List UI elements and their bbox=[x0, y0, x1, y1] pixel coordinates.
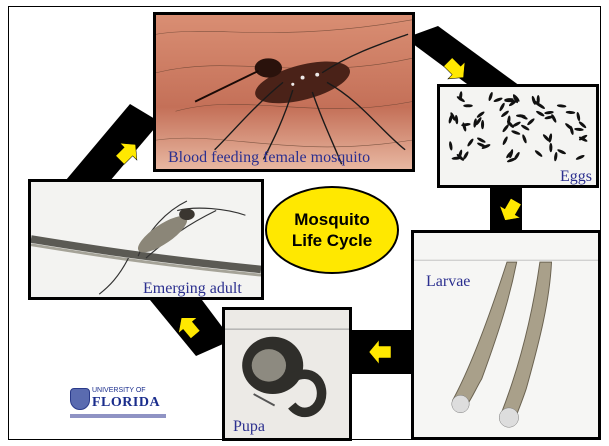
diagram-title: Mosquito Life Cycle bbox=[265, 186, 399, 274]
university-logo: UNIVERSITY OF FLORIDA bbox=[68, 385, 168, 425]
blood-feeding-image bbox=[156, 15, 412, 169]
emerging-adult-label: Emerging adult bbox=[143, 280, 242, 298]
emerging-adult-panel: Emerging adult bbox=[28, 179, 264, 300]
title-line-2: Life Cycle bbox=[292, 230, 372, 251]
pupa-label: Pupa bbox=[233, 418, 265, 436]
larvae-panel: Larvae bbox=[411, 230, 601, 440]
logo-line-1: UNIVERSITY OF bbox=[92, 387, 146, 394]
blood-feeding-panel: Blood feeding female mosquito bbox=[153, 12, 415, 172]
pupa-panel: Pupa bbox=[222, 307, 352, 441]
eggs-panel: Eggs bbox=[437, 84, 599, 188]
arrow-up-right-icon bbox=[111, 136, 144, 169]
logo-subline bbox=[70, 414, 166, 418]
logo-line-2: FLORIDA bbox=[92, 395, 160, 411]
eggs-label: Eggs bbox=[560, 168, 592, 186]
blood-feeding-label: Blood feeding female mosquito bbox=[168, 149, 370, 167]
title-line-1: Mosquito bbox=[294, 209, 370, 230]
arrow-down-right-icon bbox=[439, 53, 472, 86]
larvae-image bbox=[414, 233, 598, 437]
egg-shape bbox=[463, 104, 473, 107]
arrow-down-left-icon bbox=[495, 195, 527, 226]
arrow-up-left-icon bbox=[172, 310, 205, 342]
larvae-label: Larvae bbox=[426, 273, 470, 291]
university-seal-icon bbox=[70, 388, 90, 410]
egg-shape bbox=[549, 143, 552, 152]
arrow-left-icon bbox=[369, 340, 391, 364]
